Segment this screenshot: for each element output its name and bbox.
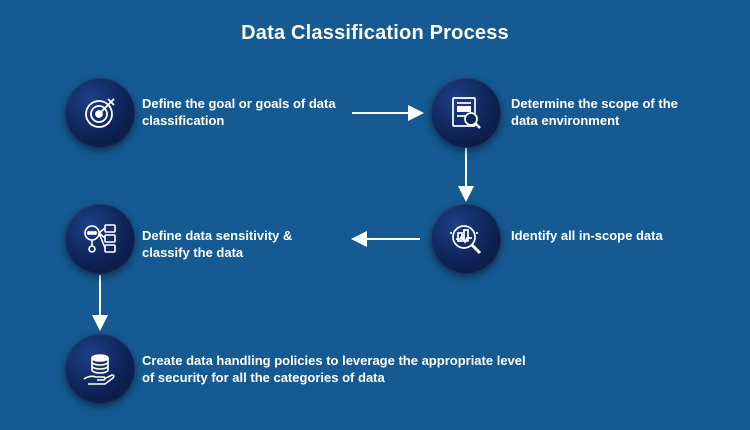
data-scan-icon: [450, 225, 482, 255]
step-5-label-line1: Create data handling policies to leverag…: [142, 353, 526, 368]
step-2-label-line2: data environment: [511, 113, 620, 128]
step-5-label: Create data handling policies to leverag…: [142, 352, 526, 386]
step-4-label-line2: classify the data: [142, 245, 244, 260]
step-3-label-line1: Identify all in-scope data: [511, 228, 663, 243]
step-1-label-line1: Define the goal or goals of data: [142, 96, 336, 111]
step-4-node: [65, 204, 135, 274]
step-5-label-line2: of security for all the categories of da…: [142, 370, 385, 385]
step-2-label-line1: Determine the scope of the: [511, 96, 678, 111]
database-hand-icon: [83, 354, 115, 385]
step-2-label: Determine the scope of the data environm…: [511, 95, 678, 129]
step-1-label-line2: classification: [142, 113, 225, 128]
step-4-label-line1: Define data sensitivity &: [142, 228, 293, 243]
step-2-node: [431, 78, 501, 148]
step-3-node: [431, 204, 501, 274]
data-sort-icon: [84, 224, 116, 253]
target-icon: [85, 98, 115, 128]
document-search-icon: [452, 97, 481, 129]
page-title: Data Classification Process: [241, 22, 509, 44]
step-4-label: Define data sensitivity & classify the d…: [142, 227, 292, 261]
step-5-node: [65, 334, 135, 404]
step-3-label: Identify all in-scope data: [511, 227, 663, 244]
step-1-label: Define the goal or goals of data classif…: [142, 95, 336, 129]
step-1-node: [65, 78, 135, 148]
